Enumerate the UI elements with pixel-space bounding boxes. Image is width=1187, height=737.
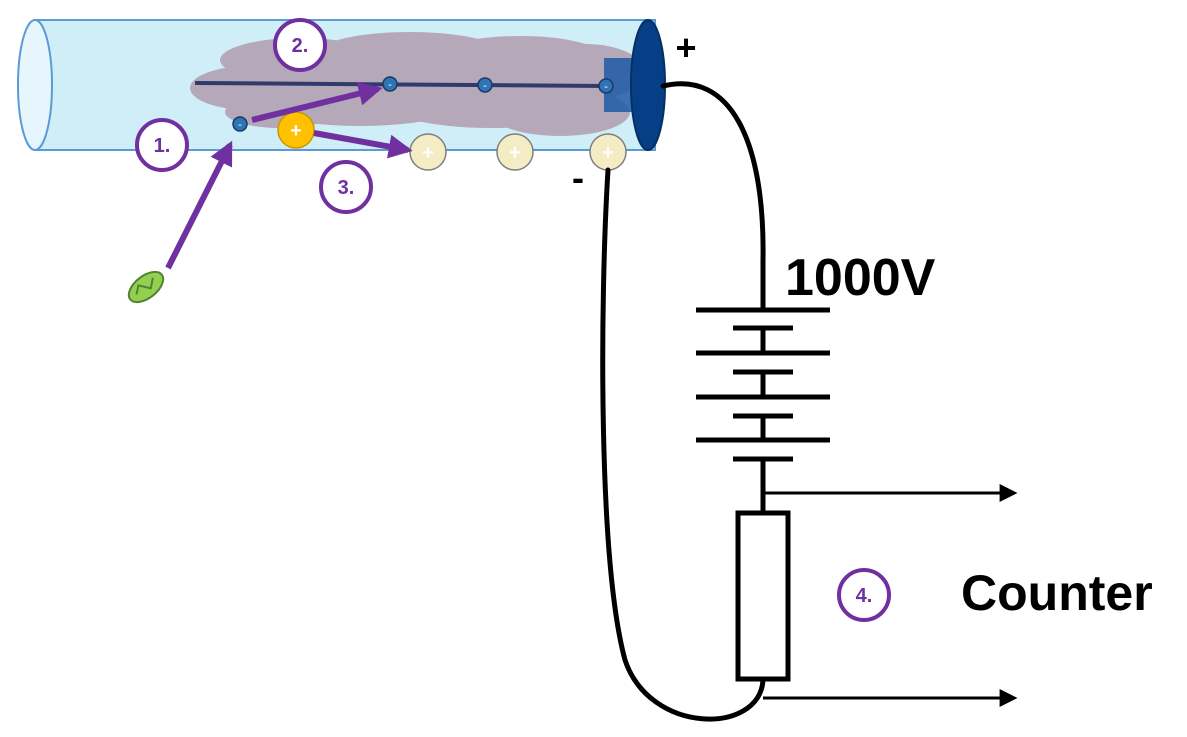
anode-wire: [194, 81, 609, 88]
geiger-tube: - - - - + + + +: [17, 19, 666, 171]
positive-ion: +: [496, 133, 534, 171]
tube-left-end: [17, 19, 53, 151]
svg-text:4.: 4.: [856, 585, 873, 607]
svg-text:1.: 1.: [154, 135, 171, 157]
svg-text:+: +: [422, 142, 434, 164]
battery: [696, 307, 830, 462]
svg-text:3.: 3.: [338, 177, 355, 199]
svg-text:-: -: [483, 79, 487, 92]
step-marker-2: 2.: [273, 18, 327, 72]
circuit-wiring: [600, 81, 766, 722]
free-electron: -: [232, 116, 248, 132]
positive-ion: +: [409, 133, 447, 171]
anode-cap: [630, 19, 666, 151]
anode-electron: -: [382, 76, 398, 92]
resistor: [735, 510, 791, 682]
electron-avalanche-arrow: [251, 81, 383, 123]
anode-sign: +: [675, 27, 696, 68]
radiation-particle-icon: [127, 270, 165, 304]
svg-text:+: +: [290, 120, 302, 142]
cathode-sign: -: [572, 157, 584, 198]
positive-ion: +: [589, 133, 627, 171]
svg-text:2.: 2.: [292, 35, 309, 57]
anode-electron: -: [598, 78, 614, 94]
step-marker-3: 3.: [319, 160, 373, 214]
anode-electron: -: [477, 77, 493, 93]
svg-text:+: +: [602, 142, 614, 164]
step-marker-4: 4.: [837, 568, 891, 622]
counter-label: Counter: [961, 565, 1153, 621]
radiation-path-arrow: [165, 140, 233, 270]
svg-text:-: -: [604, 80, 608, 93]
step-marker-1: 1.: [135, 118, 189, 172]
voltage-label: 1000V: [785, 249, 936, 307]
positive-ion-active: +: [277, 111, 315, 149]
ion-drift-arrow: [313, 130, 413, 159]
svg-text:+: +: [509, 142, 521, 164]
svg-text:-: -: [388, 78, 392, 91]
svg-text:-: -: [238, 118, 242, 131]
